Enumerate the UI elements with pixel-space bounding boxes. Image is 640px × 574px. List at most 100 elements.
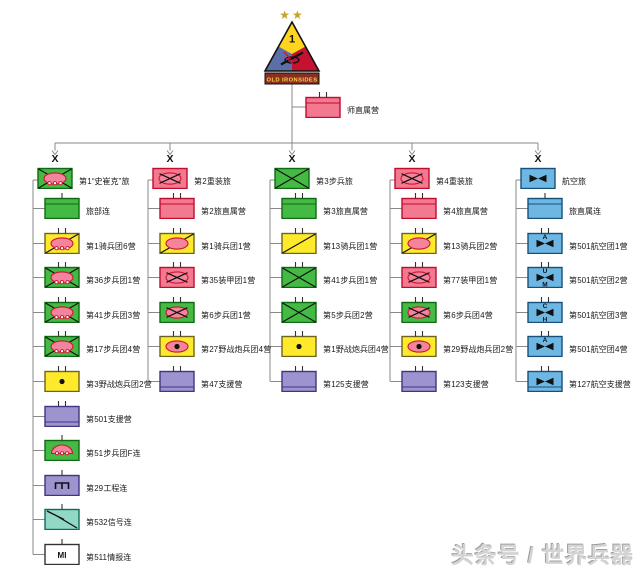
unit-label: 第 35 装甲团 1 营 — [201, 276, 256, 285]
unit-label: 第 51 步兵团 F 连 — [86, 449, 141, 458]
unit-label: 第 501 航空团 4 营 — [569, 345, 628, 354]
unit-symbol — [44, 504, 80, 531]
unit-label: 航空旅 — [562, 177, 586, 186]
unit-symbol — [401, 193, 437, 220]
unit-label: 第 1 骑兵团 1 营 — [201, 242, 251, 251]
unit-label: 第 6 步兵团 1 营 — [201, 311, 251, 320]
unit-symbol — [274, 167, 310, 190]
unit-label: 第 13 骑兵团 2 营 — [443, 242, 498, 251]
unit-symbol — [44, 262, 80, 289]
unit-label: 第 36 步兵团 1 营 — [86, 276, 141, 285]
unit-label: 旅直属连 — [569, 207, 601, 216]
org-unit — [159, 259, 195, 289]
org-unit — [281, 294, 317, 324]
unit-label: 第 501 航空团 2 营 — [569, 276, 628, 285]
unit-symbol — [401, 228, 437, 255]
unit-symbol: A — [527, 331, 563, 358]
org-unit — [527, 190, 563, 220]
org-unit — [159, 190, 195, 220]
unit-symbol — [401, 297, 437, 324]
unit-symbol — [37, 167, 73, 190]
unit-label: 第 1 “史崔克” 旅 — [79, 177, 130, 186]
org-unit: MI — [44, 536, 80, 566]
unit-label: 第 127 航空支援营 — [569, 380, 631, 389]
org-unit — [44, 432, 80, 462]
patch-red-field — [292, 46, 319, 71]
org-unit — [44, 259, 80, 289]
brigade-echelon-x: X — [166, 153, 174, 165]
unit-symbol — [152, 167, 188, 190]
svg-text:U: U — [543, 268, 548, 275]
unit-label: 第 2 旅直属营 — [201, 207, 246, 216]
org-unit — [37, 160, 73, 190]
unit-label: 第 501 支援营 — [86, 415, 132, 424]
org-unit — [44, 190, 80, 220]
patch-banner-text: OLD IRONSIDES — [267, 78, 318, 84]
unit-label: 第 501 航空团 3 营 — [569, 311, 628, 320]
unit-label: 第 3 旅直属营 — [323, 207, 368, 216]
org-unit — [44, 363, 80, 393]
unit-symbol — [401, 331, 437, 358]
division-insignia: ★★ 1 OLD IRONSIDES — [263, 8, 321, 85]
unit-symbol: A — [527, 228, 563, 255]
unit-label: 第 4 重装旅 — [436, 177, 473, 186]
unit-symbol — [281, 262, 317, 289]
org-unit — [44, 467, 80, 497]
unit-label: 第 1 骑兵团 6 营 — [86, 242, 136, 251]
svg-text:H: H — [543, 317, 548, 323]
patch-outline — [263, 20, 321, 72]
org-unit — [401, 328, 437, 358]
org-unit — [401, 259, 437, 289]
unit-symbol — [44, 297, 80, 324]
unit-label: 第 1 野战炮兵团 4 营 — [323, 345, 389, 354]
rank-stars: ★★ — [279, 8, 305, 22]
unit-symbol — [401, 366, 437, 393]
unit-symbol — [44, 401, 80, 428]
unit-label: 第 29 工程连 — [86, 484, 128, 493]
unit-symbol — [305, 92, 341, 119]
patch-number: 1 — [289, 34, 295, 46]
org-unit — [159, 294, 195, 324]
unit-symbol — [159, 228, 195, 255]
unit-symbol — [44, 435, 80, 462]
unit-symbol — [281, 331, 317, 358]
unit-symbol — [281, 228, 317, 255]
org-unit — [281, 363, 317, 393]
unit-label: 第 27 野战炮兵团 4 营 — [201, 345, 272, 354]
unit-symbol — [520, 167, 556, 190]
org-unit: A — [527, 225, 563, 255]
org-unit — [44, 328, 80, 358]
unit-label: 第 3 步兵旅 — [316, 177, 353, 186]
org-unit — [401, 225, 437, 255]
unit-label: 第 29 野战炮兵团 2 营 — [443, 345, 514, 354]
unit-symbol — [281, 193, 317, 220]
svg-text:M: M — [542, 282, 547, 288]
unit-symbol — [281, 297, 317, 324]
unit-label: 第 13 骑兵团 1 营 — [323, 242, 378, 251]
unit-symbol — [44, 470, 80, 497]
org-unit — [159, 328, 195, 358]
unit-label: 第 4 旅直属营 — [443, 207, 488, 216]
org-unit — [159, 225, 195, 255]
unit-label: 第 77 装甲团 1 营 — [443, 276, 498, 285]
org-unit — [274, 160, 310, 190]
svg-text:MI: MI — [58, 551, 67, 560]
unit-symbol — [44, 228, 80, 255]
unit-symbol — [159, 262, 195, 289]
org-unit — [520, 160, 556, 190]
patch-banner — [264, 72, 320, 85]
org-unit — [527, 363, 563, 393]
unit-symbol — [159, 366, 195, 393]
unit-symbol — [159, 297, 195, 324]
org-unit — [281, 190, 317, 220]
unit-symbol — [159, 331, 195, 358]
org-unit — [281, 328, 317, 358]
unit-label: 第 123 支援营 — [443, 380, 489, 389]
unit-symbol — [44, 331, 80, 358]
org-unit — [159, 363, 195, 393]
unit-symbol — [394, 167, 430, 190]
